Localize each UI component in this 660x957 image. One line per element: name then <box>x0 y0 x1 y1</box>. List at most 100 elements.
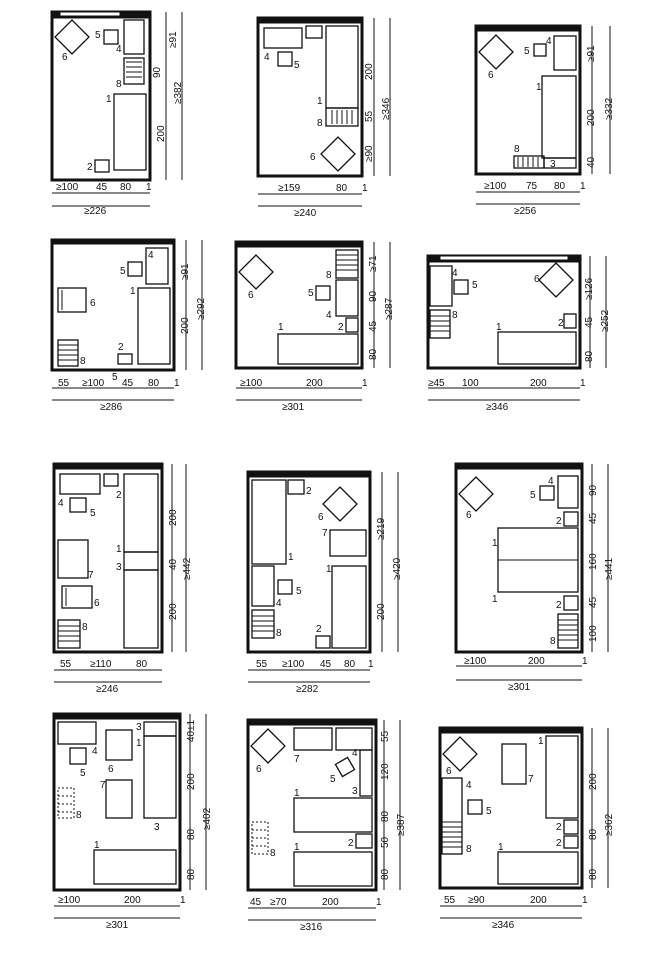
shelf-unit <box>57 339 79 367</box>
label-4: 4 <box>58 498 64 509</box>
night-table <box>287 479 305 495</box>
armchair <box>238 254 274 290</box>
chair <box>334 756 356 778</box>
armchair <box>538 262 574 298</box>
label-8: 8 <box>550 636 556 647</box>
dim-bottom-2: ≥70 <box>270 897 287 908</box>
dim-right-1: ≥126 <box>584 277 595 300</box>
dim-right-3: 200 <box>156 125 167 142</box>
plan-6: 4 5 6 8 1 2 ≥126 45 80 ≥252 ≥45 100 200 … <box>426 254 611 413</box>
label-5: 5 <box>472 280 478 291</box>
dim-bottom-3: 45 <box>122 378 134 389</box>
desk <box>293 727 333 751</box>
label-5: 5 <box>120 266 126 277</box>
dim-right-1: 40±1 <box>186 719 197 742</box>
label-7: 7 <box>100 780 106 791</box>
label-1: 1 <box>317 96 323 107</box>
plan-5: 6 8 5 4 1 2 ≥71 90 45 80 ≥287 ≥100 200 1… <box>234 240 395 413</box>
dim-total: ≥286 <box>100 402 123 413</box>
label-5: 5 <box>95 30 101 41</box>
dim-right-4: 80 <box>368 348 379 360</box>
dim-right-total: ≥402 <box>202 807 213 830</box>
chair <box>127 261 143 277</box>
night-table <box>563 313 577 329</box>
dim-bottom-2: 80 <box>336 183 348 194</box>
night-table <box>543 157 577 169</box>
dim-bottom-2: ≥110 <box>90 659 112 670</box>
night-table <box>117 353 133 365</box>
dim-bottom-1: 55 <box>60 659 72 670</box>
dim-bottom-2: 200 <box>124 895 141 906</box>
plan-1: 6 5 4 8 1 2 ≥91 90 200 ≥382 ≥100 45 80 1… <box>50 10 184 217</box>
label-6: 6 <box>108 764 114 775</box>
room-walls <box>50 10 152 182</box>
bed <box>277 333 359 365</box>
dim-right-2: 45 <box>588 512 599 524</box>
label-5: 5 <box>524 46 530 57</box>
dim-right-2: 40 <box>168 558 179 570</box>
shelf-unit <box>429 309 451 339</box>
chair <box>453 279 469 295</box>
dim-bottom-3: 1 <box>362 378 368 389</box>
label-1: 1 <box>294 788 300 799</box>
desk <box>59 473 101 495</box>
bed-upper <box>123 473 159 553</box>
dim-right-1: ≥91 <box>168 31 179 48</box>
dim-bottom-2: ≥90 <box>468 895 485 906</box>
bed-lower <box>497 851 579 885</box>
dim-right-3: ≥90 <box>364 145 375 162</box>
dim-right-1: 200 <box>168 509 179 526</box>
dim-right-4: 80 <box>186 868 197 880</box>
bed-lower <box>123 569 159 649</box>
plan-10: 3 1 4 6 5 7 8 3 1 40±1 200 80 80 ≥402 ≥1… <box>52 712 213 931</box>
chair <box>539 485 555 501</box>
dim-bottom-4: 80 <box>148 378 160 389</box>
dim-right-total: ≥252 <box>600 309 611 332</box>
label-4: 4 <box>92 746 98 757</box>
armchair <box>458 476 494 512</box>
label-5: 5 <box>308 288 314 299</box>
label-8: 8 <box>514 144 520 155</box>
dim-right-3: 40 <box>586 156 597 168</box>
wardrobe <box>251 565 275 607</box>
night-table <box>143 721 177 737</box>
label-2: 2 <box>348 838 354 849</box>
label-8: 8 <box>80 356 86 367</box>
label-1: 1 <box>288 552 294 563</box>
desk <box>263 27 303 49</box>
dim-bottom-1: 45 <box>250 897 262 908</box>
label-1b: 1 <box>326 564 332 575</box>
night-table <box>94 159 110 173</box>
dim-total: ≥301 <box>282 402 305 413</box>
dim-right-total: ≥346 <box>381 97 392 120</box>
bed-upper <box>545 735 579 819</box>
desk <box>429 265 453 307</box>
dim-total: ≥240 <box>294 208 317 219</box>
night-table <box>563 819 579 835</box>
dimension-lines <box>52 12 183 207</box>
dim-right-1: 90 <box>588 484 599 496</box>
label-1: 1 <box>496 322 502 333</box>
bed <box>113 93 147 171</box>
dim-right-2: 200 <box>180 317 191 334</box>
label-3: 3 <box>550 159 556 170</box>
dim-right-3: 80 <box>588 868 599 880</box>
dim-bottom-2: ≥100 <box>282 659 305 670</box>
label-1b: 1 <box>492 594 498 605</box>
label-6: 6 <box>256 764 262 775</box>
armchair <box>320 136 356 172</box>
label-6: 6 <box>248 290 254 301</box>
plan-2: 4 5 1 8 6 200 55 ≥90 ≥346 ≥159 80 1 ≥240 <box>256 16 392 219</box>
label-1: 1 <box>538 736 544 747</box>
dim-bottom-4: 1 <box>376 897 382 908</box>
dim-right-3: 80 <box>380 810 391 822</box>
dim-total: ≥246 <box>96 684 119 695</box>
label-2: 2 <box>116 490 122 501</box>
dim-bottom-4: 1 <box>580 378 586 389</box>
label-5: 5 <box>80 768 86 779</box>
dim-right-3: 80 <box>186 828 197 840</box>
dim-bottom-5: 1 <box>174 378 180 389</box>
dim-right-total: ≥441 <box>604 557 615 580</box>
dim-right-3: 200 <box>168 603 179 620</box>
chair <box>69 747 87 765</box>
